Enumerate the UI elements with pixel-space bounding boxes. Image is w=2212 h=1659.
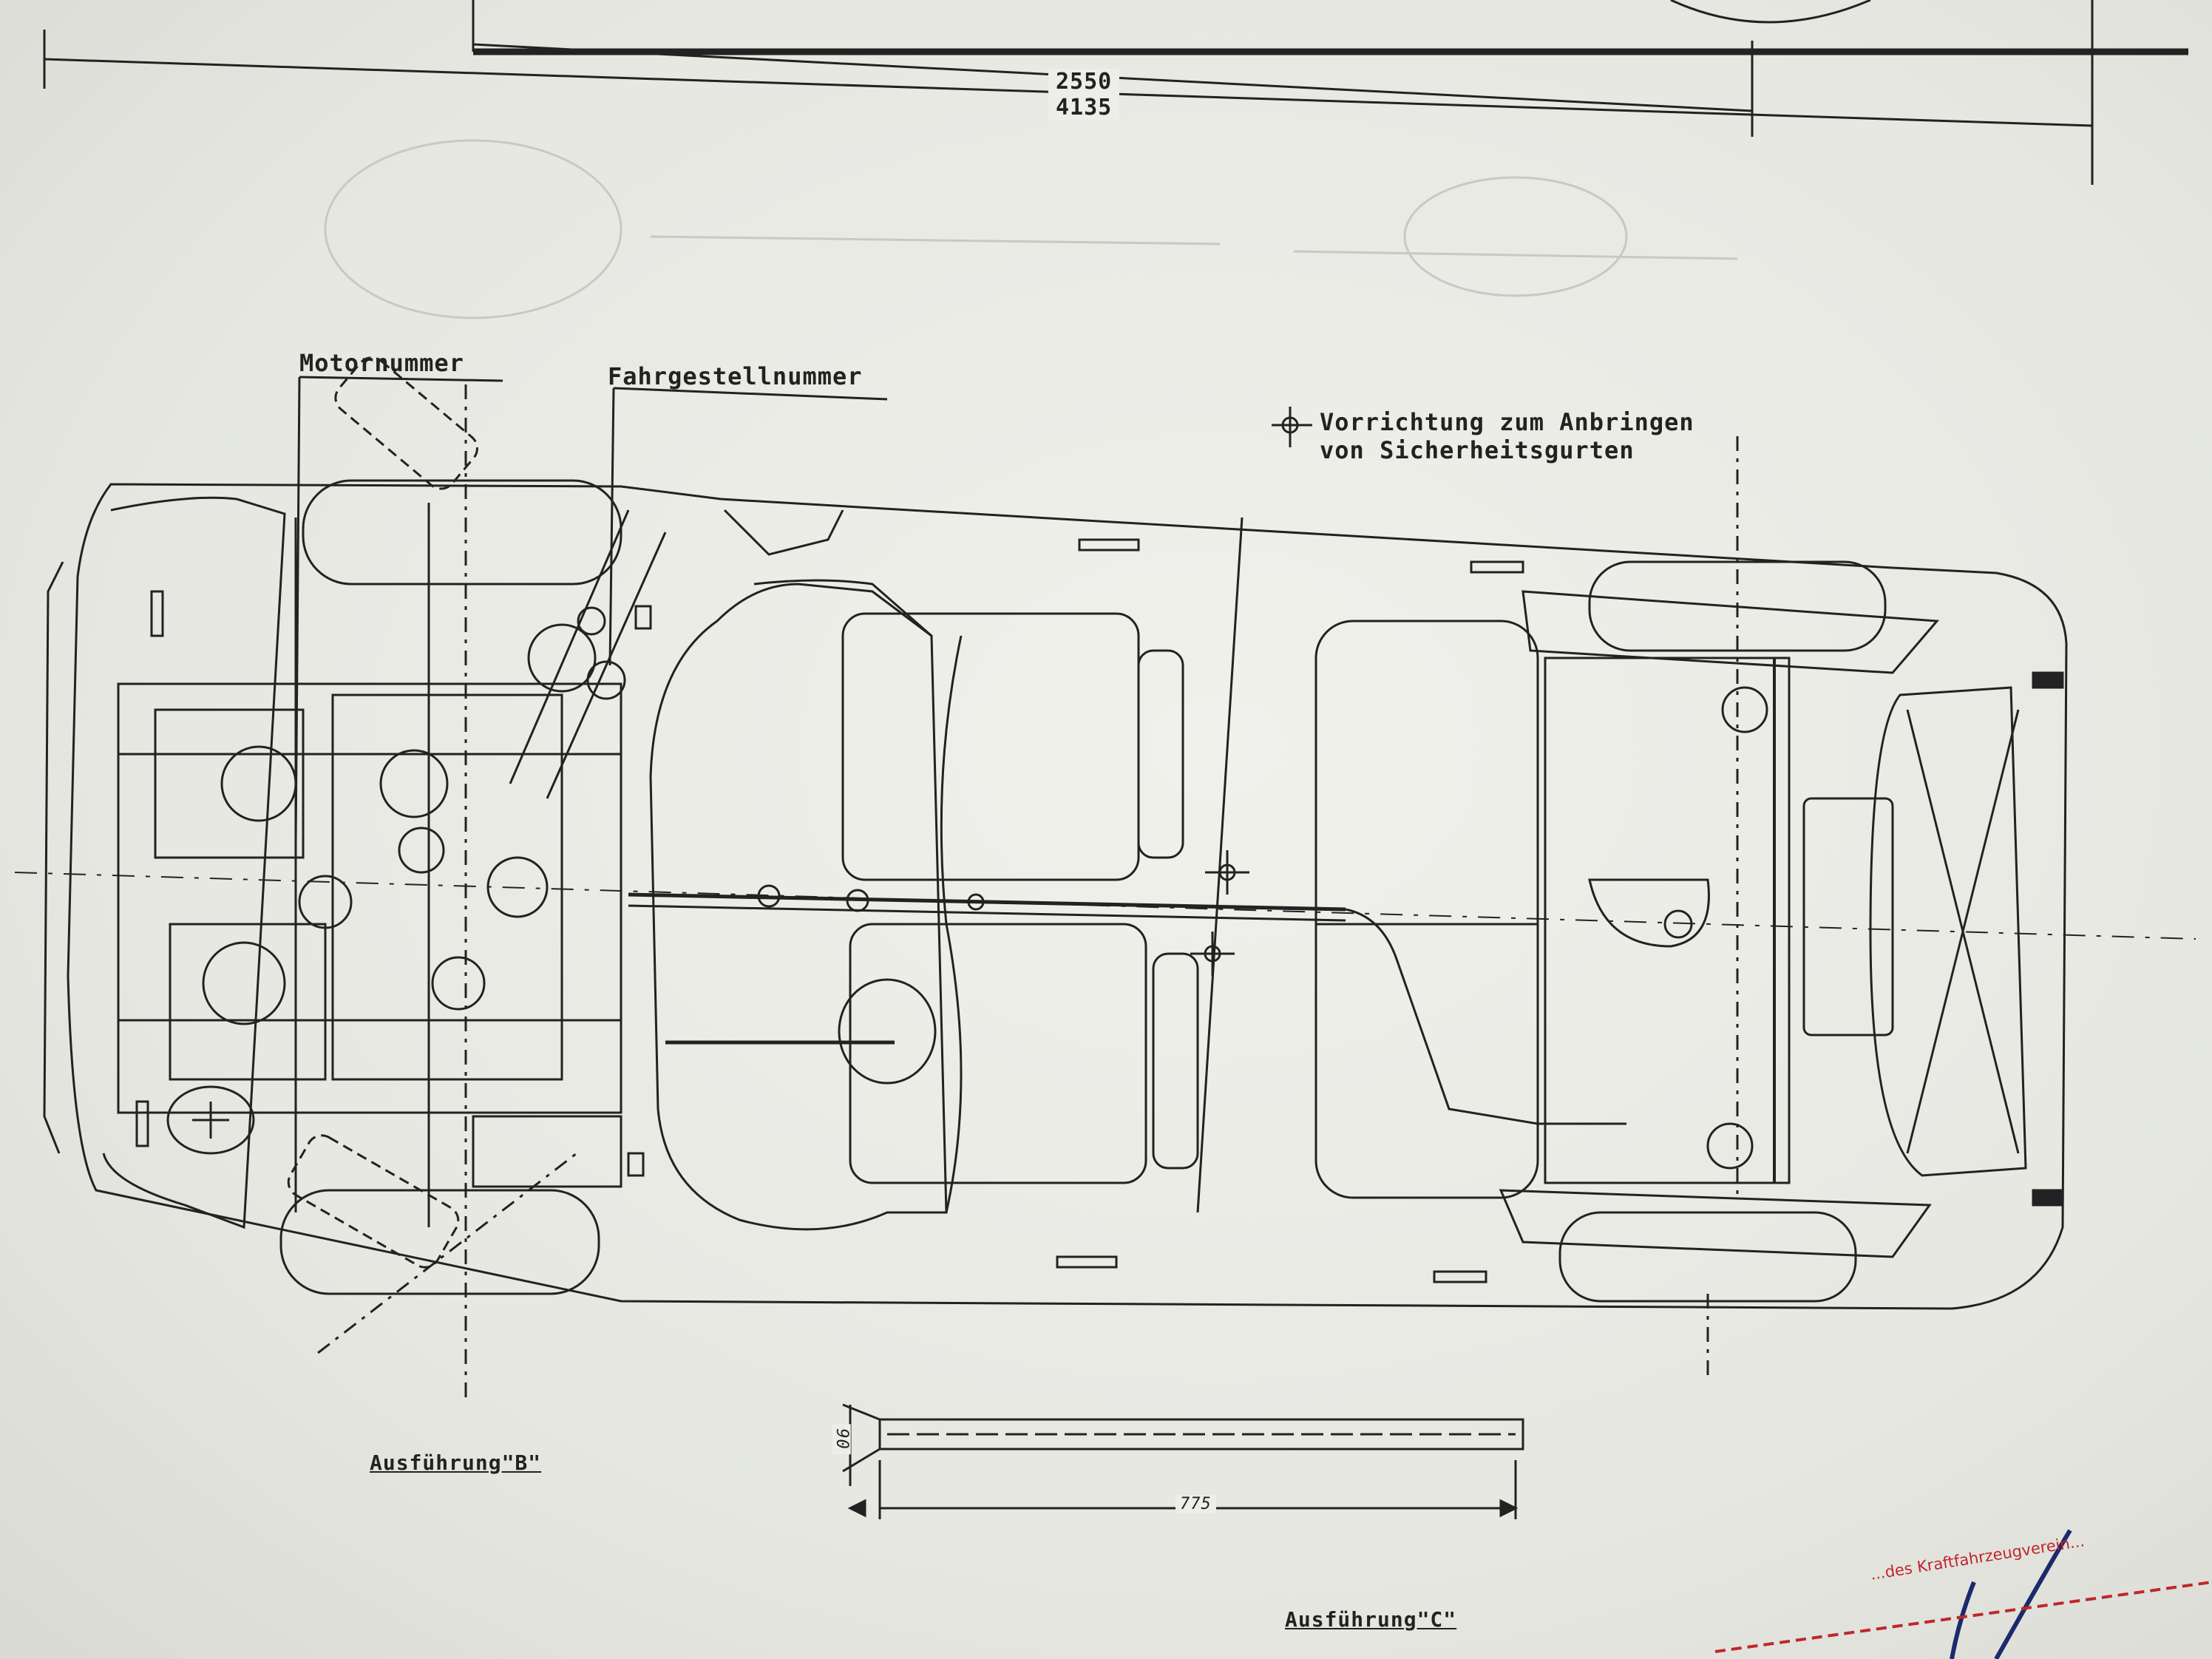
driveshaft [628,884,1626,1125]
callout-seatbelt-line2: von Sicherheitsgurten [1320,436,1635,464]
dimension-frame-length: 775 [1175,1495,1216,1513]
front-bumper [135,590,164,1147]
dimension-wheelbase: 2550 [1048,69,1120,95]
car-body-outline [14,483,2196,1310]
front-wheels [279,356,622,1397]
handwritten-marks [1714,1529,2212,1659]
seatbelt-mount-markers [1190,407,1312,976]
variant-label-b: Ausführung"B" [370,1451,542,1475]
bleed-through-background [324,139,1738,319]
rear-bumper [2032,671,2064,1207]
callout-seatbelt-line1: Vorrichtung zum Anbringen [1320,408,1694,436]
variant-label-c: Ausführung"C" [1285,1607,1457,1632]
rear-axle [1544,436,2027,1382]
callout-leaders [294,376,888,844]
callout-engine-number: Motornummer [299,349,464,377]
callout-chassis-number: Fahrgestellnummer [608,362,863,390]
dimension-frame-width: 90 [832,1424,851,1454]
rear-wheels [1499,560,1940,1303]
door-handles [627,538,1524,1283]
cabin [649,509,1244,1231]
engine-bay [117,503,667,1227]
dimension-overall-length: 4135 [1048,95,1120,121]
